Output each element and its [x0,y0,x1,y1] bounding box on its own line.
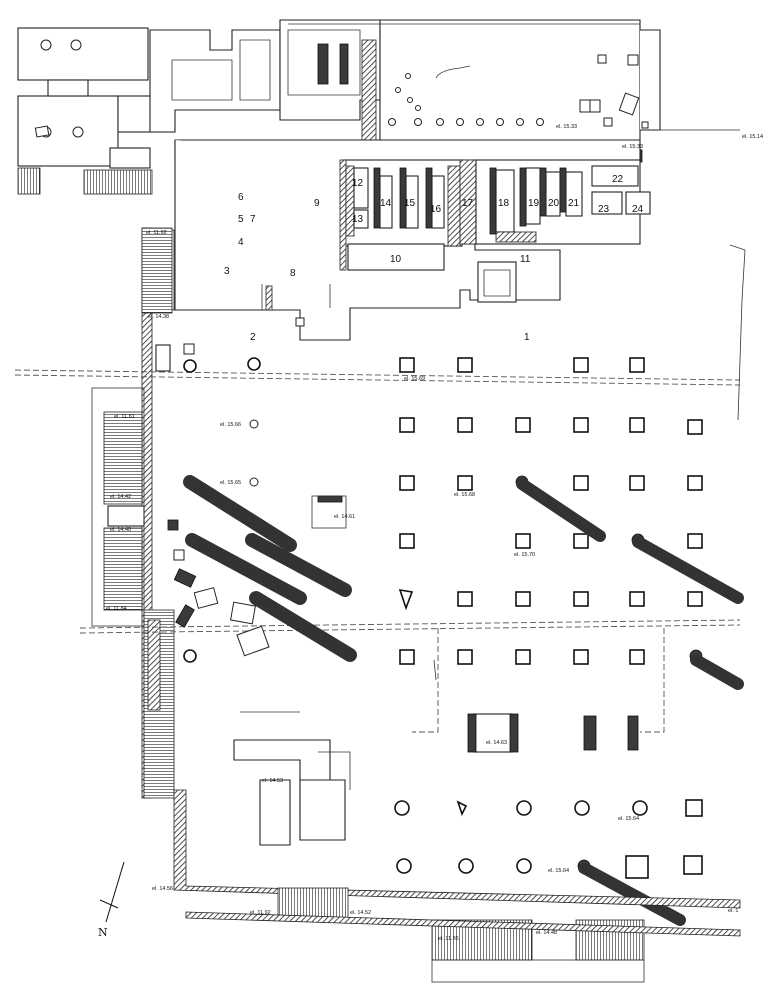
room-label-18: 18 [498,198,510,209]
elevation-label: el. 11.84 [106,606,127,612]
room-label-17: 17 [462,198,474,209]
elevation-label: el. 14.56 [152,886,173,892]
rooms-central-block [339,159,477,271]
elevation-label: el. 15.14 [742,134,763,140]
room-label-7: 7 [250,214,256,225]
room-label-21: 21 [568,198,580,209]
room-label-1: 1 [524,332,530,343]
elevation-label: el. 11.81 [114,414,135,420]
northwest-annex [17,27,153,195]
room-label-3: 3 [224,266,230,277]
elevation-label: el. 14.52 [350,910,371,916]
room-label-2: 2 [250,332,256,343]
south-wall [173,789,741,983]
north-label: N [98,926,108,939]
room-label-5: 5 [238,214,244,225]
elevation-label: el. 15.66 [220,422,241,428]
fallen-columns [183,475,744,926]
north-structures [117,19,740,163]
elevation-label: el. 14.38 [148,314,169,320]
room-label-12: 12 [352,178,364,189]
room-label-14: 14 [380,198,392,209]
elevation-label: el. 15.69 [404,376,425,382]
elevation-label: el. 15.33 [556,124,577,130]
room-label-24: 24 [632,204,644,215]
elevation-label: el. 14.63 [486,740,507,746]
room-label-4: 4 [238,237,244,248]
elevation-label: el. 15.65 [220,480,241,486]
room-label-16: 16 [430,204,442,215]
debris-cluster [167,317,347,657]
room-label-9: 9 [314,198,320,209]
elevation-label: el. 14.61 [334,514,355,520]
elevation-label: el. 15.33 [622,144,643,150]
elevation-label: el. 14.42 [110,494,131,500]
elevation-label: el. 14.48 [536,930,557,936]
survey-lines [14,244,746,733]
room-label-13: 13 [352,214,364,225]
elevation-label: el. 15.68 [454,492,475,498]
room-label-19: 19 [528,198,540,209]
elevation-label: el. 11.92 [250,910,271,916]
room-label-20: 20 [548,198,560,209]
south-structures [233,711,639,846]
room-label-15: 15 [404,198,416,209]
room-labels: 1 2 3 4 5 6 7 8 9 10 11 12 13 14 15 16 1… [224,174,644,343]
west-wall [91,227,175,799]
elevation-label: el. 15.70 [514,552,535,558]
elevation-label: el. 15.64 [548,868,569,874]
elevation-label: el. 14.40 [110,527,131,533]
room-label-11: 11 [520,254,531,265]
room-label-8: 8 [290,268,296,279]
elevation-label: el. 14.53 [262,778,283,784]
elevation-labels: el. 15.33 el. 15.33 el. 15.14 el. 11.92 … [106,124,763,942]
elevation-label: el. 1 [728,908,738,914]
room-label-10: 10 [390,254,402,265]
elevation-label: el. 15.64 [618,816,639,822]
elevation-label: el. 11.92 [146,230,167,236]
room-label-22: 22 [612,174,624,185]
elevation-label: el. 11.86 [438,936,459,942]
north-arrow-icon: N [98,861,125,939]
room-label-23: 23 [598,204,610,215]
rooms-east-block [475,159,651,303]
room-label-6: 6 [238,192,244,203]
hall-bases [183,357,703,879]
